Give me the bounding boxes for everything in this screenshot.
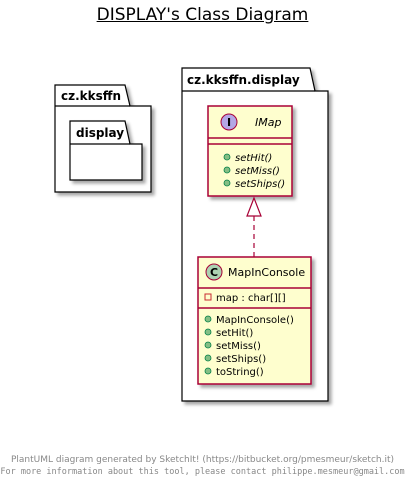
method-sethit: setHit() bbox=[235, 153, 272, 164]
realization-arrow bbox=[246, 196, 262, 257]
package-cz-kksffn[interactable]: cz.kksffn display bbox=[54, 84, 152, 193]
public-method-icon bbox=[204, 315, 212, 323]
footer-generated-by: PlantUML diagram generated by SketchIt! … bbox=[10, 455, 395, 465]
package-label-cz-kksffn-display: cz.kksffn.display bbox=[187, 73, 300, 87]
method-setships: setShips() bbox=[235, 179, 285, 190]
public-method-icon bbox=[204, 341, 212, 349]
field-map: map : char[][] bbox=[216, 293, 286, 304]
class-mapinconsole[interactable]: C MapInConsole map : char[][] MapInConso… bbox=[197, 256, 312, 385]
method-tostring: toString() bbox=[216, 367, 264, 378]
public-method-icon bbox=[223, 153, 231, 161]
class-badge-letter: C bbox=[210, 266, 218, 279]
class-badge-icon bbox=[205, 263, 223, 281]
method-setships: setShips() bbox=[216, 354, 266, 365]
interface-badge-icon bbox=[220, 113, 238, 131]
method-sethit: setHit() bbox=[216, 328, 253, 339]
footer-contact: For more information about this tool, pl… bbox=[0, 467, 405, 477]
package-display-nested[interactable]: display bbox=[69, 120, 143, 181]
interface-badge-letter: I bbox=[227, 116, 231, 129]
interface-name: IMap bbox=[255, 116, 281, 129]
public-method-icon bbox=[223, 179, 231, 187]
public-method-icon bbox=[223, 166, 231, 174]
public-method-icon bbox=[204, 328, 212, 336]
package-label-cz-kksffn: cz.kksffn bbox=[61, 89, 121, 103]
method-setmiss: setMiss() bbox=[235, 166, 280, 177]
class-name: MapInConsole bbox=[228, 266, 305, 279]
method-constructor: MapInConsole() bbox=[216, 315, 294, 326]
public-method-icon bbox=[204, 354, 212, 362]
public-method-icon bbox=[204, 367, 212, 375]
private-field-icon bbox=[204, 293, 212, 301]
package-label-display: display bbox=[76, 126, 124, 140]
diagram-title: DISPLAY's Class Diagram bbox=[96, 5, 309, 25]
interface-imap[interactable]: I IMap setHit() setMiss() setShips() bbox=[207, 105, 293, 197]
method-setmiss: setMiss() bbox=[216, 341, 261, 352]
